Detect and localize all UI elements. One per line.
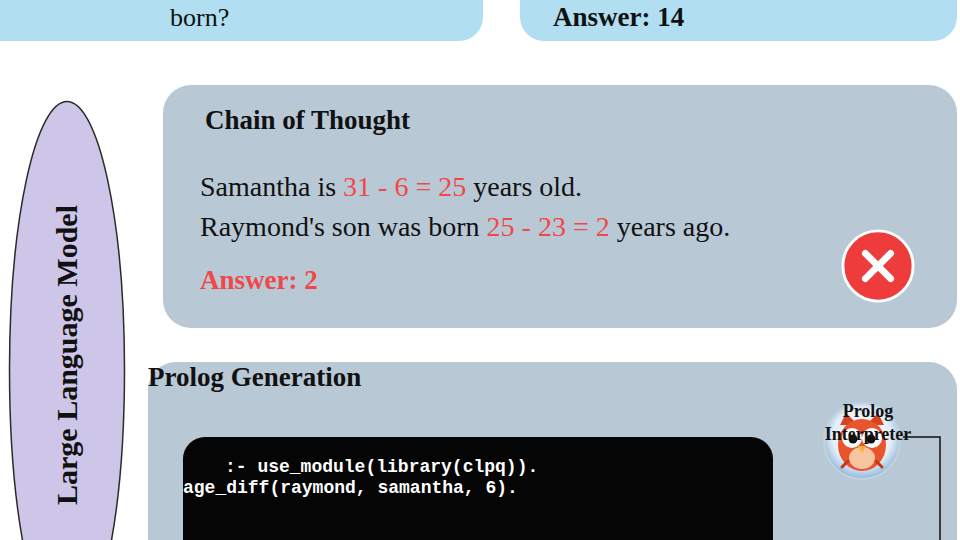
- prolog-panel: :- use_module(library(clpq)).age_diff(ra…: [148, 362, 957, 540]
- output-wire: [903, 437, 940, 540]
- code-line: age_diff(raymond, samantha, 6).: [183, 478, 518, 499]
- wrong-icon: [839, 227, 917, 305]
- math-highlight: 31 - 6 = 25: [343, 171, 466, 202]
- reasoning-line: Samantha is 31 - 6 = 25 years old.: [200, 171, 582, 203]
- code-line: :- use_module(library(clpq)).: [225, 457, 538, 478]
- cot-panel: Chain of ThoughtSamantha is 31 - 6 = 25 …: [163, 85, 957, 328]
- answer-box: Answer: 14: [520, 0, 957, 41]
- interpreter-node: Prolog Interpreter: [806, 400, 930, 540]
- text-run: Raymond's son was born: [200, 211, 487, 242]
- panel-heading: Prolog Generation: [148, 362, 361, 393]
- question-box: born?: [0, 0, 483, 41]
- panel-heading: Chain of Thought: [205, 105, 410, 136]
- math-highlight: 25 - 23 = 2: [487, 211, 610, 242]
- interpreter-label: Prolog Interpreter: [806, 400, 930, 447]
- text-run: years ago.: [610, 211, 731, 242]
- text-run: years old.: [466, 171, 582, 202]
- reasoning-line: Raymond's son was born 25 - 23 = 2 years…: [200, 211, 730, 243]
- text-run: Samantha is: [200, 171, 343, 202]
- question-text: born?: [170, 3, 229, 33]
- wrong-answer: Answer: 2: [200, 265, 318, 296]
- model-ellipse: Large Language Model: [8, 100, 126, 540]
- code-block: :- use_module(library(clpq)).age_diff(ra…: [183, 437, 773, 540]
- model-label: Large Language Model: [50, 205, 85, 505]
- answer-text: Answer: 14: [553, 2, 684, 33]
